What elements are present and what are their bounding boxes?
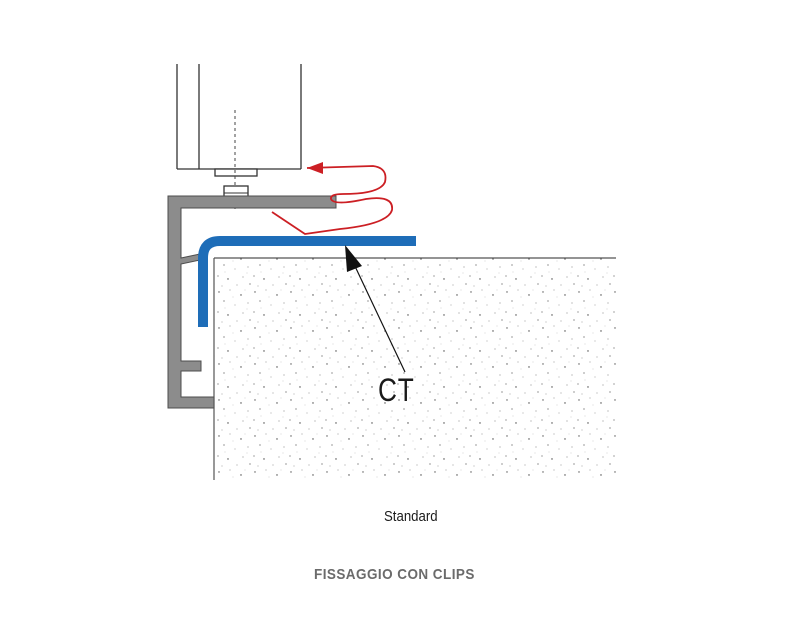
caption-standard: Standard	[384, 508, 438, 525]
clip-arrow-head	[307, 162, 323, 174]
ct-label: CT	[378, 372, 415, 408]
fixing-screw	[223, 110, 249, 210]
aluminium-profile	[167, 195, 337, 409]
diagram-title: FISSAGGIO CON CLIPS	[314, 566, 475, 583]
ct-leader-arrow	[345, 245, 406, 373]
spring-clip	[271, 165, 393, 235]
ct-profile	[198, 236, 416, 327]
concrete-substrate	[213, 257, 616, 480]
panel-section	[176, 64, 302, 177]
